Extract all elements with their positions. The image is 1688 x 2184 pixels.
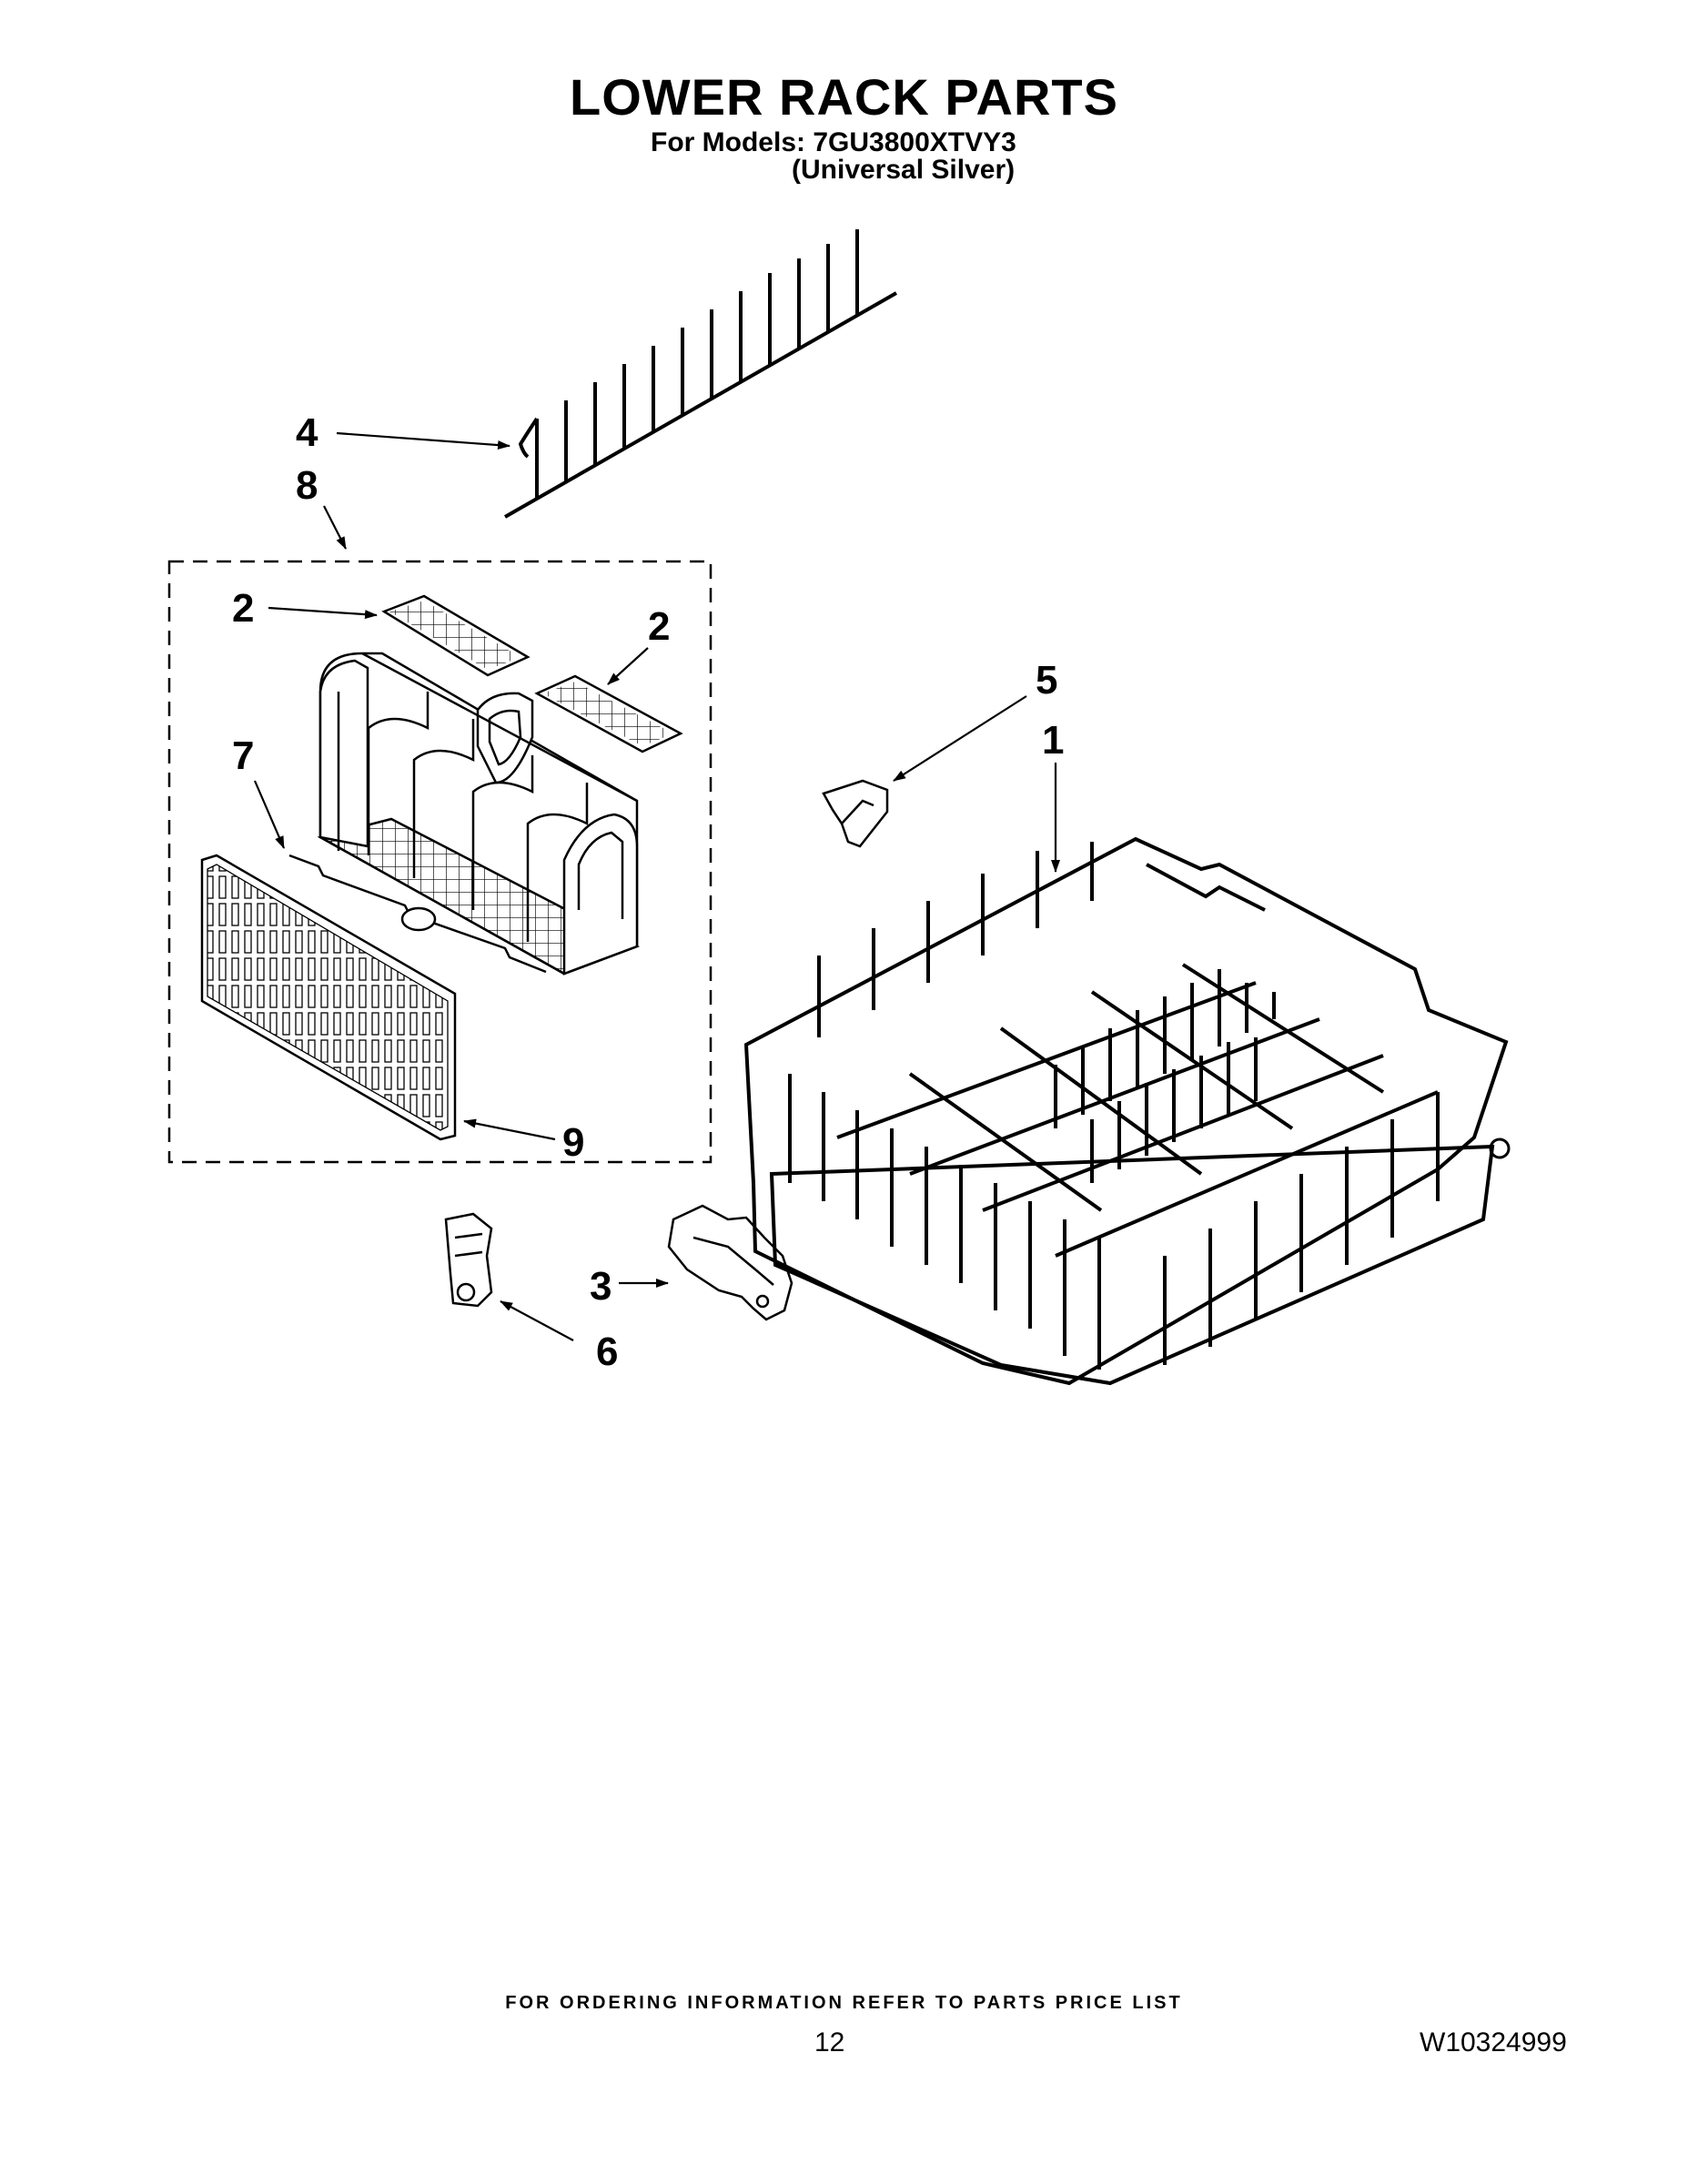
leader-arrows — [253, 431, 1060, 1341]
leader-2-left — [268, 606, 378, 620]
document-number: W10324999 — [1420, 2027, 1567, 2058]
silverware-basket — [317, 652, 641, 976]
callout-8: 8 — [296, 463, 318, 508]
callout-4: 4 — [296, 410, 318, 455]
basket-cover-part-2-right — [534, 674, 683, 753]
page-title: LOWER RACK PARTS — [570, 68, 1118, 126]
leader-9 — [463, 1118, 556, 1141]
callout-9: 9 — [562, 1120, 584, 1165]
leader-5 — [893, 695, 1027, 782]
callout-6: 6 — [596, 1330, 618, 1374]
leader-6 — [500, 1300, 574, 1341]
callout-5: 5 — [1036, 658, 1057, 703]
callout-7: 7 — [232, 733, 254, 778]
leader-8 — [323, 505, 347, 550]
leader-7 — [253, 780, 286, 849]
basket-assembly-box — [167, 560, 713, 1164]
page-number: 12 — [814, 2027, 845, 2058]
callout-2-left: 2 — [232, 586, 254, 631]
lower-rack-part-1 — [743, 836, 1511, 1386]
leader-2-right — [607, 647, 649, 685]
bracket-part-3 — [667, 1204, 793, 1321]
ordering-note: FOR ORDERING INFORMATION REFER TO PARTS … — [505, 1993, 1183, 2013]
roller-part-6 — [444, 1212, 493, 1308]
callout-1: 1 — [1042, 718, 1064, 763]
callout-3: 3 — [590, 1264, 612, 1309]
callout-2-right: 2 — [648, 604, 670, 649]
clip-part-5 — [822, 779, 889, 848]
variant-line: (Universal Silver) — [792, 155, 1016, 185]
basket-cover-part-2-left — [381, 594, 531, 677]
leader-4 — [336, 431, 510, 450]
models-line: For Models: 7GU3800XTVY3 — [651, 127, 1016, 157]
tine-row-part-4 — [504, 229, 897, 519]
panel-part-9 — [200, 854, 457, 1141]
